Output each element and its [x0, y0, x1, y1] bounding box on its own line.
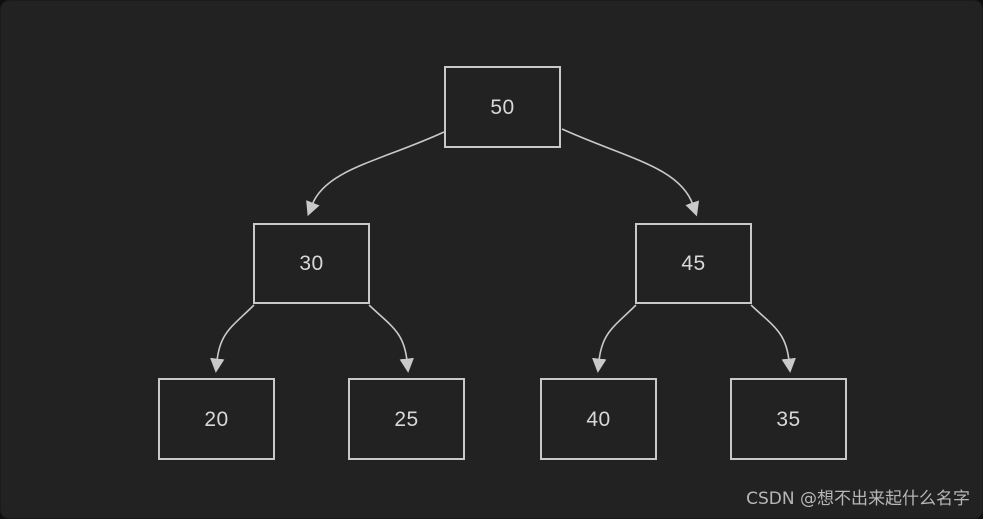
tree-node-label: 50: [490, 95, 515, 119]
tree-node-35[interactable]: 35: [730, 378, 847, 460]
tree-node-label: 35: [776, 407, 801, 431]
tree-node-label: 20: [204, 407, 229, 431]
tree-node-45[interactable]: 45: [635, 223, 752, 304]
tree-edge-n30-to-n20: [210, 304, 255, 373]
tree-edge-n50-to-n30: [306, 131, 445, 217]
tree-edge-n50-to-n45: [561, 128, 700, 217]
tree-node-label: 45: [681, 252, 706, 275]
tree-node-label: 40: [586, 407, 611, 431]
tree-edge-n45-to-n35: [750, 304, 796, 373]
tree-node-30[interactable]: 30: [253, 223, 370, 304]
watermark-text: CSDN @想不出来起什么名字: [746, 488, 970, 509]
tree-node-25[interactable]: 25: [348, 378, 465, 460]
tree-node-label: 25: [394, 407, 419, 431]
tree-edge-n45-to-n40: [592, 304, 637, 373]
tree-node-50[interactable]: 50: [444, 66, 561, 148]
tree-node-label: 30: [299, 252, 324, 275]
tree-node-20[interactable]: 20: [158, 378, 275, 460]
tree-edge-n30-to-n25: [368, 304, 414, 373]
tree-node-40[interactable]: 40: [540, 378, 657, 460]
